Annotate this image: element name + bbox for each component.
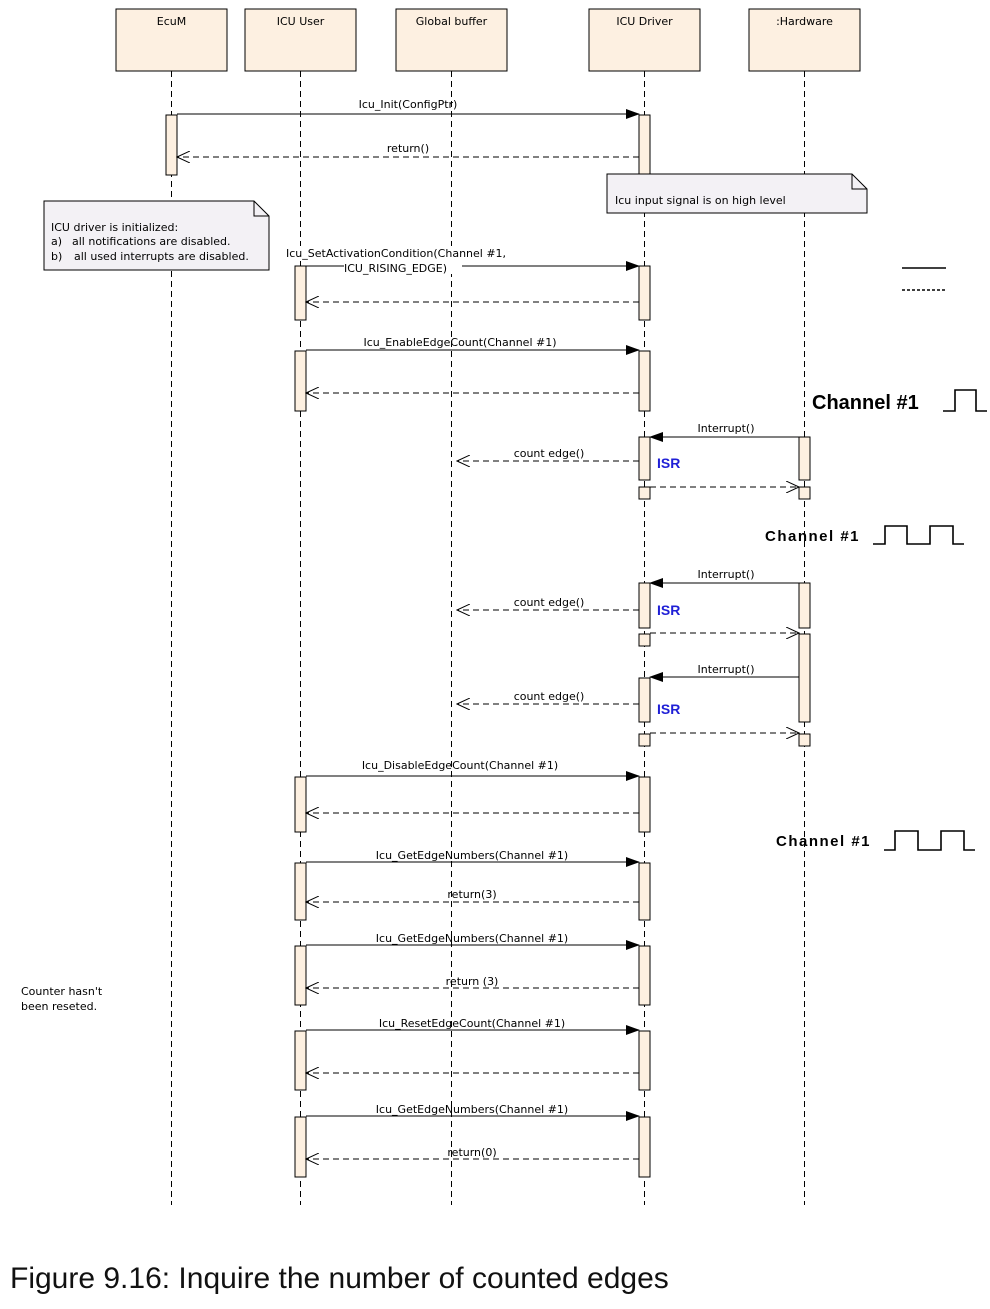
activation-user-5 [294,945,307,1006]
activation-driver-1 [638,265,651,321]
channel-signal-3: Channel #1 [776,830,975,851]
msg-label-interrupt-2: Interrupt() [698,568,755,581]
activation-user-4 [294,862,307,921]
lifeline-head-hardware: :Hardware [748,8,861,72]
activation-ecum [165,114,178,176]
activation-hw-small-1 [798,486,811,500]
activation-hw-2 [798,582,811,629]
activation-driver-small-3 [638,733,651,747]
msg-label-return-init: return() [387,142,429,155]
msg-label-reset-edge-count: Icu_ResetEdgeCount(Channel #1) [379,1017,565,1030]
lifeline-head-ecum: EcuM [115,8,228,72]
activation-driver-5 [638,945,651,1006]
msg-label-count-edge-1: count edge() [514,447,585,460]
activation-user-3 [294,776,307,833]
activation-hw-small-3 [798,733,811,747]
activation-driver-7 [638,1116,651,1178]
lifeline-head-icu-user: ICU User [244,8,357,72]
msg-label-return-get-3: return(0) [447,1146,496,1159]
channel-signal-2: Channel #1 [765,525,964,545]
msg-label-set-activation-2: ICU_RISING_EDGE) [344,262,447,275]
lifeline-label-global-buffer: Global buffer [416,15,488,28]
pulse-waveform-3-icon [884,830,975,851]
channel-label-1: Channel #1 [812,392,919,414]
activation-user-7 [294,1116,307,1178]
note-counter-line2: been reseted. [21,1000,97,1013]
note-counter-line1: Counter hasn't [21,985,103,998]
channel-label-3: Channel #1 [776,833,871,850]
msg-label-interrupt-1: Interrupt() [698,422,755,435]
activation-driver-6 [638,1030,651,1091]
activation-driver-isr-1 [638,436,651,481]
lifeline-label-icu-user: ICU User [277,15,325,28]
msg-label-interrupt-3: Interrupt() [698,663,755,676]
note-init-a-text: all notifications are disabled. [72,235,231,248]
lifeline-label-hardware: :Hardware [776,15,833,28]
lifeline-head-icu-driver: ICU Driver [588,8,701,72]
activation-hw-3 [798,633,811,723]
figure-caption: Figure 9.16: Inquire the number of count… [10,1262,669,1295]
channel-label-2: Channel #1 [765,528,860,545]
activation-driver-2 [638,350,651,412]
activation-driver-small-1 [638,486,651,500]
note-driver-initialized: ICU driver is initialized: a) all notifi… [43,200,270,271]
msg-label-set-activation-1: Icu_SetActivationCondition(Channel #1, [286,247,506,260]
activation-driver-isr-3 [638,677,651,723]
msg-label-return-get-1: return(3) [447,888,496,901]
isr-label-2: ISR [657,602,680,618]
msg-label-icu-init: Icu_Init(ConfigPtr) [359,98,458,111]
activation-hw-1 [798,436,811,481]
channel-signal-1: Channel #1 [812,389,987,414]
activation-driver-3 [638,776,651,833]
msg-label-count-edge-2: count edge() [514,596,585,609]
activation-driver-small-2 [638,633,651,647]
note-init-line1: ICU driver is initialized: [51,221,178,234]
pulse-waveform-1-icon [943,389,987,412]
activation-driver-isr-2 [638,582,651,629]
activation-driver-init [638,114,651,176]
activation-user-2 [294,350,307,412]
msg-label-get-edge-numbers-2: Icu_GetEdgeNumbers(Channel #1) [376,932,568,945]
msg-label-enable-edge-count: Icu_EnableEdgeCount(Channel #1) [363,336,556,349]
msg-label-count-edge-3: count edge() [514,690,585,703]
sequence-diagram: EcuM ICU User Global buffer ICU Driver :… [21,8,987,1205]
activation-user-6 [294,1030,307,1091]
note-signal-high: Icu input signal is on high level [606,173,868,214]
activation-user-1 [294,265,307,321]
msg-label-get-edge-numbers-1: Icu_GetEdgeNumbers(Channel #1) [376,849,568,862]
note-init-a-label: a) [51,235,62,248]
note-signal-text: Icu input signal is on high level [615,194,786,207]
lifeline-head-global-buffer: Global buffer [395,8,508,72]
lifeline-label-icu-driver: ICU Driver [616,15,673,28]
msg-label-disable-edge-count: Icu_DisableEdgeCount(Channel #1) [362,759,558,772]
isr-label-1: ISR [657,455,680,471]
note-init-b-label: b) [51,250,62,263]
note-init-b-text: all used interrupts are disabled. [74,250,249,263]
msg-label-return-get-2: return (3) [446,975,499,988]
activation-driver-4 [638,862,651,921]
msg-label-get-edge-numbers-3: Icu_GetEdgeNumbers(Channel #1) [376,1103,568,1116]
pulse-waveform-2-icon [873,525,964,545]
lifeline-label-ecum: EcuM [157,15,186,28]
isr-label-3: ISR [657,701,680,717]
